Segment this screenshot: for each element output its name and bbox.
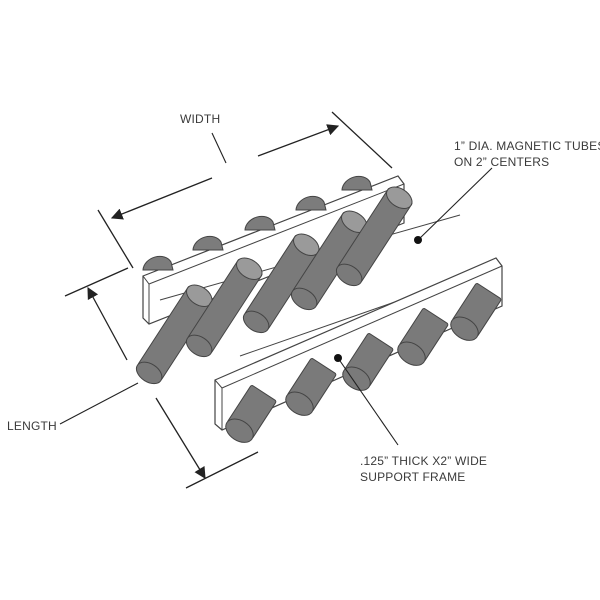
tube-1: [135, 284, 213, 385]
front-stub-5-end: [450, 316, 479, 341]
tube-5-end: [386, 186, 413, 209]
back-frame-edge: [142, 275, 150, 285]
back-tube-stub-4: [295, 195, 327, 211]
front-frame-edge: [214, 379, 223, 389]
frame-callout-leader: [337, 357, 399, 446]
tube-3-bottom: [242, 310, 270, 334]
tube-2-end: [236, 257, 263, 280]
front-frame-top-edge: [221, 265, 503, 389]
width-arrow-right: [257, 124, 340, 157]
front-stub-2-end: [285, 391, 314, 416]
width-leader: [211, 132, 227, 164]
frame-label-line1: .125” THICK X2” WIDE: [360, 454, 487, 468]
length-extension-top: [64, 267, 129, 297]
frame-callout-dot: [334, 354, 342, 362]
width-arrow-left: [110, 177, 213, 220]
tube-1-bottom: [135, 361, 163, 385]
front-stub-2: [285, 358, 337, 416]
tubes-callout-dot: [414, 236, 422, 244]
length-extension-bottom: [185, 451, 259, 489]
tubes-callout-leader: [417, 167, 493, 241]
tubes-label-line2: ON 2” CENTERS: [454, 155, 549, 169]
front-stub-4-end: [397, 341, 426, 366]
length-leader: [59, 382, 139, 425]
width-label: WIDTH: [180, 112, 220, 126]
tube-5-bottom: [335, 263, 363, 287]
long-tubes: [135, 186, 413, 385]
frame-label-line2: SUPPORT FRAME: [360, 470, 466, 484]
front-stub-1-end: [225, 418, 254, 443]
front-stub-5: [450, 283, 502, 341]
tubes-callout: 1” DIA. MAGNETIC TUBES ON 2” CENTERS: [414, 139, 600, 244]
front-stub-3: [342, 333, 394, 391]
front-stub-4: [397, 308, 449, 366]
front-stub-1: [225, 385, 277, 443]
tube-2: [185, 257, 263, 358]
width-extension-right: [331, 111, 393, 169]
front-stub-3-end: [342, 366, 371, 391]
back-tube-stub-5: [341, 175, 373, 191]
tubes-label-line1: 1” DIA. MAGNETIC TUBES: [454, 139, 600, 153]
back-tube-stub-2: [192, 235, 224, 251]
back-support-frame: [142, 175, 405, 325]
back-tube-stubs: [142, 175, 373, 271]
frame-callout: .125” THICK X2” WIDE SUPPORT FRAME: [334, 354, 487, 484]
tube-4-bottom: [290, 287, 318, 311]
tube-5: [335, 186, 413, 287]
length-label: LENGTH: [7, 419, 57, 433]
tube-2-bottom: [185, 334, 213, 358]
length-dimension: LENGTH: [7, 267, 259, 489]
back-tube-stub-1: [142, 255, 174, 271]
front-tube-stubs: [225, 283, 502, 443]
tube-3: [242, 233, 320, 334]
length-arrow-bottom: [155, 397, 206, 479]
length-arrow-top: [87, 286, 128, 361]
back-tube-stub-3: [244, 215, 276, 231]
width-dimension: WIDTH: [97, 111, 393, 269]
back-frame-top-edge: [148, 183, 405, 285]
front-support-frame: [214, 257, 503, 431]
width-extension-left: [97, 209, 134, 269]
